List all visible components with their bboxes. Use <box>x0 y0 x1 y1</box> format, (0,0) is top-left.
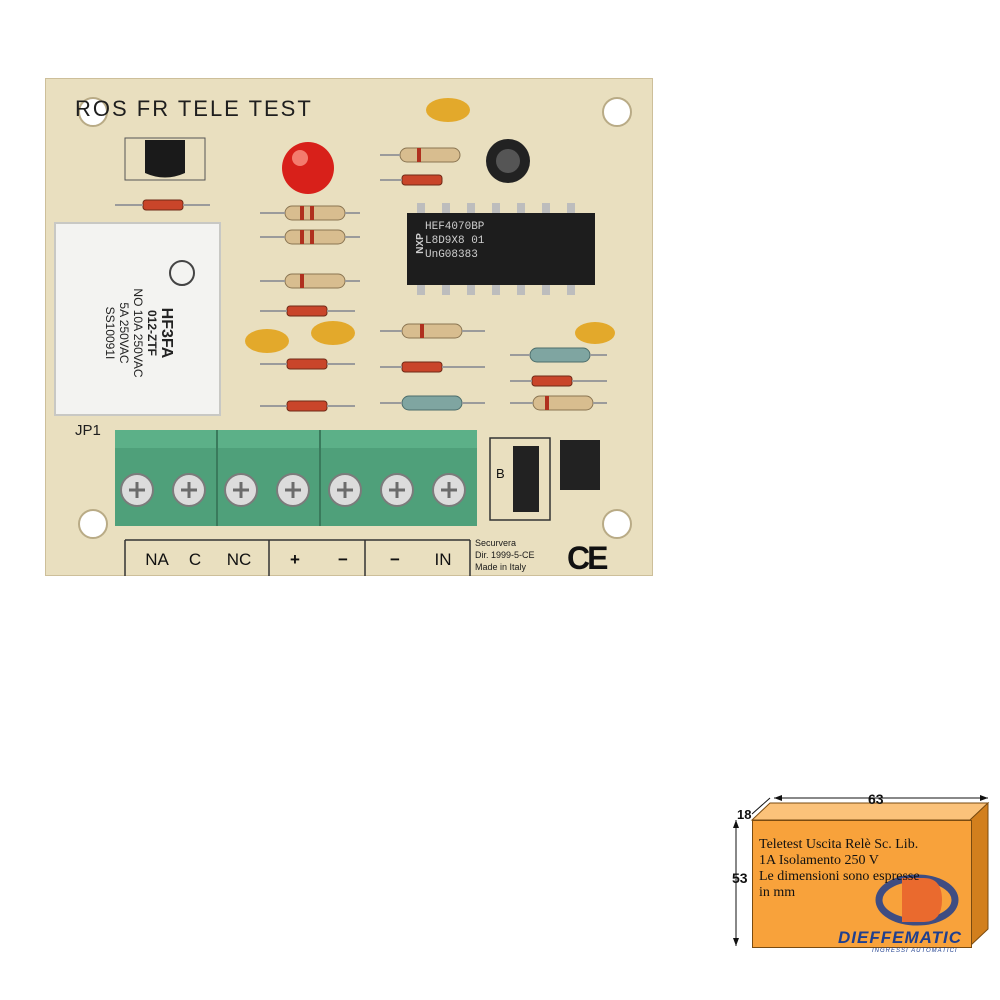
spec-description: Teletest Uscita Relè Sc. Lib. 1A Isolame… <box>759 837 959 901</box>
dimension-depth: 18 <box>737 807 752 822</box>
spec-line-3: Le dimensioni sono espresse <box>759 869 920 884</box>
cert-line-3: Made in Italy <box>475 562 527 572</box>
ic-line-1: HEF4070BP <box>425 221 485 233</box>
brand-name: DIEFFEMATIC <box>838 928 963 947</box>
jp1-label: JP1 <box>75 422 101 439</box>
spec-line-2: 1A Isolamento 250 V <box>759 853 879 868</box>
board-title: ROS FR TELE TEST <box>75 96 313 121</box>
relay-line-3: NO 10A 250VAC <box>131 288 145 378</box>
relay-line-4: 5A 250VAC <box>117 302 131 364</box>
terminal-label-minus-1: − <box>338 550 348 569</box>
terminal-label-minus-2: − <box>390 550 400 569</box>
terminal-label-nc: NC <box>226 550 252 569</box>
relay-marking: HF3FA 012-ZTF NO 10A 250VAC 5A 250VAC SS… <box>103 248 175 418</box>
cert-line-2: Dir. 1999-5-CE <box>475 550 535 560</box>
cert-line-1: Securvera <box>475 538 517 548</box>
terminal-label-plus: + <box>290 550 300 569</box>
ic-line-2: L8D9X8 01 <box>425 235 485 247</box>
brand-tagline: INGRESSI AUTOMATICI <box>872 948 958 954</box>
relay-line-2: 012-ZTF <box>145 309 159 356</box>
dimension-height: 53 <box>732 870 748 886</box>
circuit-board-photo: HEF4070BP L8D9X8 01 UnG08383 NXP HF3FA 0… <box>45 78 653 576</box>
ic-line-3: UnG08383 <box>425 249 478 261</box>
dieffematic-logo-mark <box>875 874 959 926</box>
relay-line-1: HF3FA <box>158 307 175 359</box>
spec-box: Teletest Uscita Relè Sc. Lib. 1A Isolame… <box>732 790 992 990</box>
spec-line-4: in mm <box>759 885 796 900</box>
ce-mark: CE <box>567 540 608 576</box>
spec-line-1: Teletest Uscita Relè Sc. Lib. <box>759 837 919 852</box>
dimension-width: 63 <box>868 791 884 807</box>
ic-logo: NXP <box>414 233 426 254</box>
certification-text: Securvera Dir. 1999-5-CE Made in Italy <box>475 537 535 573</box>
relay-line-5: SS10091I <box>103 306 117 360</box>
terminal-label-na: NA <box>145 550 169 569</box>
terminal-label-in: IN <box>434 550 452 569</box>
terminal-label-c: C <box>188 550 202 569</box>
jumper-label: B <box>496 466 505 481</box>
ic-marking: HEF4070BP L8D9X8 01 UnG08383 <box>425 220 484 262</box>
